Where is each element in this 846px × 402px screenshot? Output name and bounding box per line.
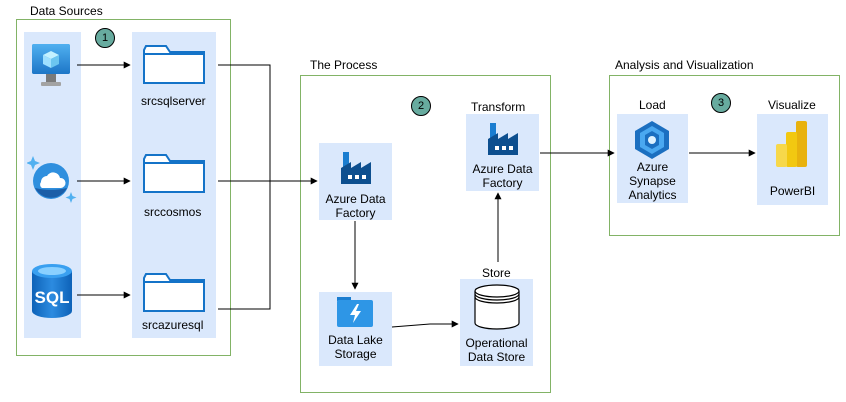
synapse-label: Azure Synapse Analytics bbox=[617, 160, 688, 202]
badge-step-1: 1 bbox=[95, 28, 115, 48]
store-label-line2: Data Store bbox=[467, 350, 526, 364]
visualize-heading: Visualize bbox=[768, 98, 816, 112]
connector-srcazuresql bbox=[218, 181, 271, 310]
analysis-title: Analysis and Visualization bbox=[615, 58, 754, 72]
arrow-lake-to-store bbox=[391, 320, 459, 328]
data-factory-icon bbox=[341, 152, 371, 184]
synapse-label-line2: Synapse bbox=[629, 174, 676, 188]
svg-text:SQL: SQL bbox=[35, 288, 70, 307]
data-lake-label-line2: Storage bbox=[334, 347, 377, 361]
load-heading: Load bbox=[639, 98, 666, 112]
transform-adf-label-line1: Azure Data bbox=[472, 162, 533, 176]
process-title: The Process bbox=[310, 58, 378, 72]
store-heading: Store bbox=[482, 266, 511, 280]
folder-label-srccosmos: srccosmos bbox=[144, 205, 202, 219]
powerbi-label: PowerBI bbox=[769, 184, 816, 198]
transform-heading: Transform bbox=[471, 100, 526, 114]
data-factory-icon bbox=[488, 123, 518, 155]
ingest-adf-label-line2: Factory bbox=[335, 206, 376, 220]
folder-label-srcsqlserver: srcsqlserver bbox=[141, 94, 206, 108]
transform-adf-label: Azure Data Factory bbox=[466, 162, 539, 190]
data-lake-label-line1: Data Lake bbox=[328, 333, 383, 347]
synapse-label-line3: Analytics bbox=[628, 188, 677, 202]
ingest-adf-label-line1: Azure Data bbox=[325, 192, 386, 206]
synapse-analytics-icon bbox=[635, 121, 669, 159]
store-label: Operational Data Store bbox=[456, 336, 537, 364]
virtual-machine-icon bbox=[32, 44, 70, 86]
badge-step-2: 2 bbox=[411, 96, 431, 116]
data-lake-storage-icon bbox=[337, 297, 373, 327]
folder-icon-srcazuresql bbox=[143, 273, 205, 312]
data-lake-label: Data Lake Storage bbox=[319, 333, 392, 361]
cosmos-db-icon bbox=[27, 156, 77, 203]
folder-label-srcazuresql: srcazuresql bbox=[142, 318, 204, 332]
folder-icon-srcsqlserver bbox=[143, 45, 205, 84]
data-sources-title: Data Sources bbox=[30, 4, 103, 18]
azure-sql-icon: SQL bbox=[32, 264, 72, 318]
powerbi-icon bbox=[776, 121, 807, 167]
folder-icon-srccosmos bbox=[143, 154, 205, 193]
store-label-line1: Operational bbox=[465, 336, 528, 350]
ingest-adf-label: Azure Data Factory bbox=[319, 192, 392, 220]
synapse-label-line1: Azure bbox=[636, 160, 669, 174]
connector-srcsqlserver bbox=[218, 64, 271, 181]
badge-step-3: 3 bbox=[711, 93, 731, 113]
transform-adf-label-line2: Factory bbox=[482, 176, 523, 190]
database-icon bbox=[474, 284, 520, 330]
